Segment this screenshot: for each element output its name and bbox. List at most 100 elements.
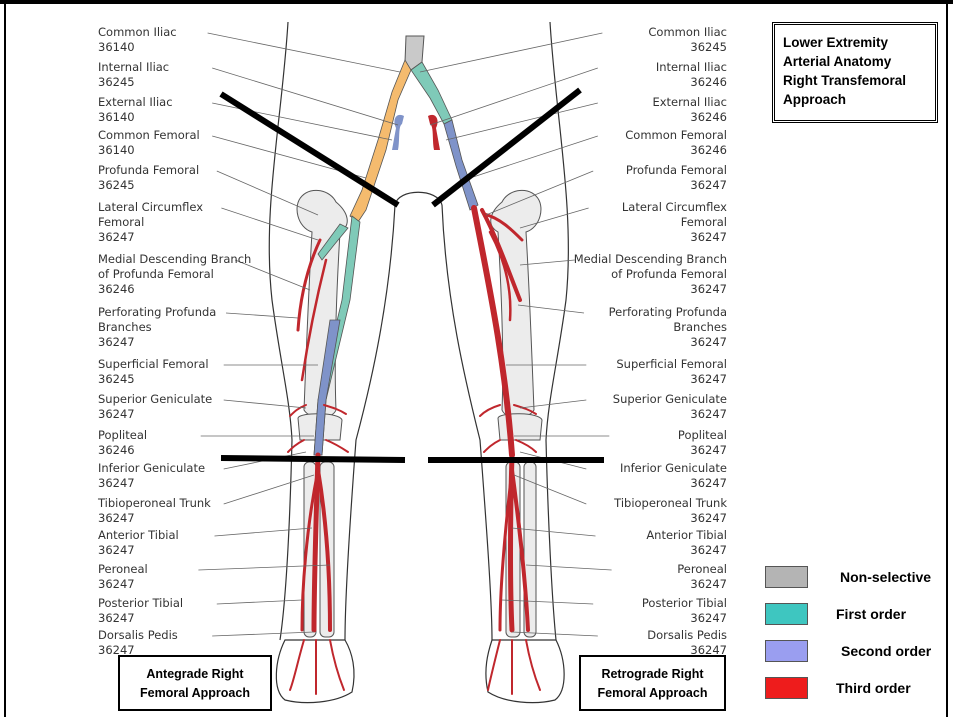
legend-label-non-selective: Non-selective	[840, 569, 931, 585]
artery-name: Common Iliac	[648, 25, 727, 39]
left-label-1: Common Iliac36140	[98, 25, 177, 55]
artery-name: Peroneal	[98, 562, 148, 576]
cpt-code: 36140	[98, 143, 135, 157]
cpt-code: 36247	[690, 407, 727, 421]
artery-name: Common Femoral	[98, 128, 200, 142]
right-leader-line-1	[420, 33, 602, 72]
artery-name: Profunda Femoral	[98, 163, 199, 177]
legend-swatch-third-order	[765, 677, 808, 699]
artery-name: Lateral Circumflex Femoral	[98, 200, 203, 229]
cpt-code: 36247	[98, 543, 135, 557]
title-box: Lower Extremity Arterial Anatomy Right T…	[772, 22, 938, 123]
left-knee-line	[221, 458, 405, 460]
feet	[276, 640, 564, 703]
artery-name: Tibioperoneal Trunk	[614, 496, 727, 510]
cpt-code: 36247	[98, 511, 135, 525]
cpt-code: 36245	[98, 178, 135, 192]
artery-name: Dorsalis Pedis	[647, 628, 727, 642]
left-common-iliac-artery	[350, 60, 411, 222]
left-puncture-line	[221, 94, 398, 205]
cpt-code: 36247	[690, 335, 727, 349]
legend-label-third-order: Third order	[836, 680, 911, 696]
retrograde-approach-box: Retrograde Right Femoral Approach	[579, 655, 726, 711]
cpt-code: 36245	[98, 372, 135, 386]
cpt-code: 36247	[690, 476, 727, 490]
left-internal-iliac-artery	[392, 115, 404, 150]
artery-name: Anterior Tibial	[646, 528, 727, 542]
artery-name: External Iliac	[652, 95, 727, 109]
left-leader-line-5	[217, 171, 318, 215]
left-label-17: Dorsalis Pedis36247	[98, 628, 178, 658]
artery-name: Dorsalis Pedis	[98, 628, 178, 642]
legend-swatch-non-selective	[765, 566, 808, 588]
cpt-code: 36246	[690, 143, 727, 157]
artery-name: Superficial Femoral	[616, 357, 727, 371]
artery-name: Common Femoral	[625, 128, 727, 142]
right-leader-line-15	[526, 565, 612, 570]
left-label-7: Medial Descending Branch of Profunda Fem…	[98, 252, 251, 297]
artery-name: Profunda Femoral	[626, 163, 727, 177]
artery-name: Posterior Tibial	[642, 596, 727, 610]
left-leader-line-8	[226, 313, 298, 318]
artery-name: Superior Geniculate	[613, 392, 727, 406]
left-label-3: External Iliac36140	[98, 95, 173, 125]
cpt-code: 36247	[98, 611, 135, 625]
left-leader-line-14	[215, 528, 313, 536]
cpt-code: 36247	[690, 543, 727, 557]
artery-name: External Iliac	[98, 95, 173, 109]
legend-label-second-order: Second order	[841, 643, 931, 659]
left-leader-line-13	[224, 475, 314, 504]
cpt-code: 36247	[98, 407, 135, 421]
cpt-code: 36247	[690, 443, 727, 457]
cpt-code: 36247	[690, 611, 727, 625]
cpt-code: 36247	[690, 577, 727, 591]
cpt-code: 36247	[98, 335, 135, 349]
cpt-code: 36247	[690, 178, 727, 192]
left-leader-line-10	[224, 400, 306, 408]
artery-name: Superficial Femoral	[98, 357, 209, 371]
artery-name: Popliteal	[678, 428, 727, 442]
left-label-6: Lateral Circumflex Femoral36247	[98, 200, 203, 245]
antegrade-approach-label: Antegrade Right Femoral Approach	[120, 665, 270, 703]
right-leader-line-7	[520, 260, 575, 265]
legend-swatch-second-order	[765, 640, 808, 662]
cpt-code: 36247	[690, 511, 727, 525]
cpt-code: 36140	[98, 40, 135, 54]
artery-name: Common Iliac	[98, 25, 177, 39]
artery-name: Perforating Profunda Branches	[609, 305, 727, 334]
artery-name: Lateral Circumflex Femoral	[622, 200, 727, 229]
artery-name: Posterior Tibial	[98, 596, 183, 610]
cpt-code: 36247	[98, 476, 135, 490]
diagram-title: Lower Extremity Arterial Anatomy Right T…	[783, 33, 906, 109]
right-label-6: Lateral Circumflex Femoral36247	[622, 200, 727, 245]
cpt-code: 36246	[690, 110, 727, 124]
artery-name: Inferior Geniculate	[98, 461, 205, 475]
cpt-code: 36246	[98, 282, 135, 296]
cpt-code: 36245	[98, 75, 135, 89]
right-label-17: Dorsalis Pedis36247	[647, 628, 727, 658]
artery-name: Medial Descending Branch of Profunda Fem…	[574, 252, 727, 281]
artery-name: Internal Iliac	[656, 60, 727, 74]
artery-name: Popliteal	[98, 428, 147, 442]
right-leader-line-4	[470, 136, 598, 178]
artery-name: Inferior Geniculate	[620, 461, 727, 475]
retrograde-approach-label: Retrograde Right Femoral Approach	[581, 665, 724, 703]
left-label-9: Superficial Femoral36245	[98, 357, 209, 387]
